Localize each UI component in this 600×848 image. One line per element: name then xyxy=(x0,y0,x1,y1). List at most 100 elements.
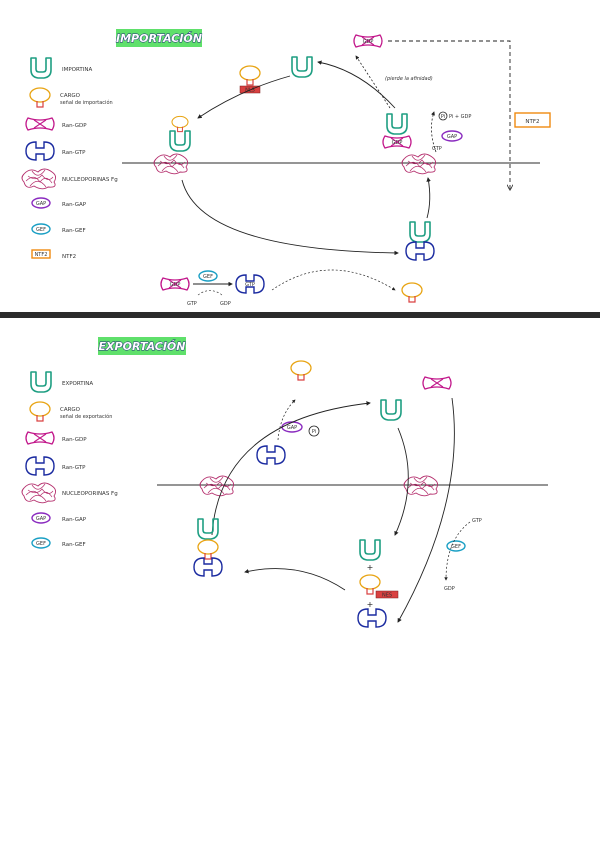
ntf2-badge-text: NTF2 xyxy=(35,252,48,258)
nuclear-pore-left xyxy=(153,153,189,175)
ran-gdp-top-label: GDP xyxy=(363,39,374,45)
import-title: IMPORTACIÓN xyxy=(116,32,202,45)
gap-badge-icon-export xyxy=(31,512,51,524)
ran-gtp-icon-export xyxy=(25,456,55,476)
cargo-icon-export xyxy=(29,401,51,422)
gef-badge-icon-export xyxy=(31,537,51,549)
exportin-icon xyxy=(30,371,52,393)
gtp-bottom-label: GTP xyxy=(187,301,197,307)
gap-badge-icon xyxy=(31,197,51,209)
free-importin-top xyxy=(291,56,313,78)
gtp-annotation-import: GTP xyxy=(432,146,442,152)
released-cargo-export xyxy=(290,360,312,381)
gap-badge-import-text: GAP xyxy=(447,134,457,140)
ran-gtp-bottom-label: GTP xyxy=(245,282,255,288)
legend-label-pore-export: NUCLEOPORINAS Fg xyxy=(62,491,118,497)
importin-cargo-complex-cargo xyxy=(171,115,189,133)
gef-badge-icon xyxy=(31,223,51,235)
plus-sign-2: + xyxy=(367,600,374,609)
pi-circle-import xyxy=(438,111,448,121)
arrow-exportin-enter-nucleus xyxy=(394,427,409,536)
ntf2-transport-badge xyxy=(514,112,551,128)
gef-badge-export-text: GEF xyxy=(451,544,461,550)
pi-gdp-annotation: Pi + GDP xyxy=(449,114,471,120)
pierde-afinidad-annotation: (pierde la afinidad) xyxy=(385,76,433,82)
export-complex-cargo xyxy=(197,539,219,560)
nls-signal-text: NLS xyxy=(245,88,255,94)
importin-cargo-complex-importin xyxy=(169,130,191,152)
ran-gdp-icon-export xyxy=(25,431,55,445)
arrow-cargo-released-export xyxy=(277,399,296,441)
ran-gdp-bottom-label: GDP xyxy=(170,282,181,288)
gap-badge-text-export: GAP xyxy=(36,516,46,522)
gef-badge-text: GEF xyxy=(36,227,46,233)
gap-badge-export-text: GAP xyxy=(287,425,297,431)
nuclear-pore-export-left xyxy=(199,475,235,497)
legend-sublabel-cargo-export: señal de exportación xyxy=(60,413,112,420)
arrow-complex-to-pore xyxy=(426,177,431,219)
gap-badge-text: GAP xyxy=(36,201,46,207)
exportin-nucleus xyxy=(359,539,381,561)
ran-gdp-icon xyxy=(25,117,55,131)
export-title-bg xyxy=(98,337,186,355)
nuclear-pore-icon xyxy=(21,168,57,190)
arrow-complex-exit-nucleus xyxy=(211,401,371,536)
legend-label-ran-gdp: Ran-GDP xyxy=(62,123,87,129)
gef-badge-import xyxy=(198,270,218,282)
arrow-gef-exchange-export xyxy=(444,521,471,581)
plus-sign-1: + xyxy=(367,563,374,572)
export-complex-exportin xyxy=(197,518,219,540)
importin-at-right-pore xyxy=(386,113,408,135)
pi-symbol-export: Pi xyxy=(312,429,316,435)
nes-signal-badge xyxy=(375,590,399,599)
gef-badge-export xyxy=(446,540,466,552)
gef-badge-text-export: GEF xyxy=(36,541,46,547)
ran-gtp-nucleus xyxy=(357,608,387,628)
legend-label-ran-gdp-export: Ran-GDP xyxy=(62,437,87,443)
ran-gdp-export-top xyxy=(422,376,452,390)
legend-label-ran-gtp-export: Ran-GTP xyxy=(62,465,86,471)
import-title-bg xyxy=(116,29,202,47)
nes-signal-text: NES xyxy=(382,593,392,599)
ran-gdp-pore-label: GDP xyxy=(392,140,403,146)
cargo-icon xyxy=(29,87,51,108)
importin-icon xyxy=(30,57,52,79)
legend-sublabel-cargo: señal de importación xyxy=(60,99,113,106)
dashed-ntf2-path xyxy=(388,40,510,190)
arrow-ran-gdp-release xyxy=(355,55,391,109)
gef-exchange-curve xyxy=(197,290,223,296)
legend-label-ran-gtp: Ran-GTP xyxy=(62,150,86,156)
legend-label-exportin: EXPORTINA xyxy=(62,381,93,387)
legend-label-gap: Ran-GAP xyxy=(62,202,87,208)
export-section: EXPORTACIÓN EXPORTINA CARGO señal de exp… xyxy=(21,337,548,628)
nuclear-pore-right xyxy=(401,153,437,175)
ntf2-transport-text: NTF2 xyxy=(525,119,539,125)
arrow-importin-release xyxy=(317,60,396,109)
arrow-cargo-release xyxy=(271,269,396,291)
section-divider xyxy=(0,312,600,318)
legend-label-gef-export: Ran-GEF xyxy=(62,542,86,548)
arrow-gtp-hydrolysis xyxy=(431,111,437,153)
ran-gtp-export-cytoplasm xyxy=(256,445,286,465)
ran-gtp-icon xyxy=(25,141,55,161)
legend-label-cargo-export: CARGO xyxy=(60,407,81,413)
cargo-with-nls xyxy=(239,65,261,86)
legend-label-pore: NUCLEOPORINAS Fg xyxy=(62,177,118,183)
ntf2-badge-icon xyxy=(31,249,51,259)
import-legend: IMPORTINA CARGO señal de importación Ran… xyxy=(21,57,118,260)
released-cargo xyxy=(401,282,423,303)
legend-label-ntf2: NTF2 xyxy=(62,254,76,260)
legend-label-cargo: CARGO xyxy=(60,93,81,99)
nuclear-pore-icon-export xyxy=(21,482,57,504)
free-exportin xyxy=(380,399,402,421)
gdp-bottom-label: GDP xyxy=(220,301,231,307)
legend-label-gef: Ran-GEF xyxy=(62,228,86,234)
pi-symbol-import: Pi xyxy=(441,114,445,120)
arrow-importin-recycle xyxy=(197,75,291,119)
gef-badge-import-text: GEF xyxy=(203,274,213,280)
legend-label-importin: IMPORTINA xyxy=(62,67,93,73)
arrow-complex-into-nucleus xyxy=(181,179,399,256)
gap-badge-import xyxy=(441,130,463,142)
export-legend: EXPORTINA CARGO señal de exportación Ran… xyxy=(21,371,118,549)
importin-ran-gtp-importin xyxy=(409,221,431,243)
